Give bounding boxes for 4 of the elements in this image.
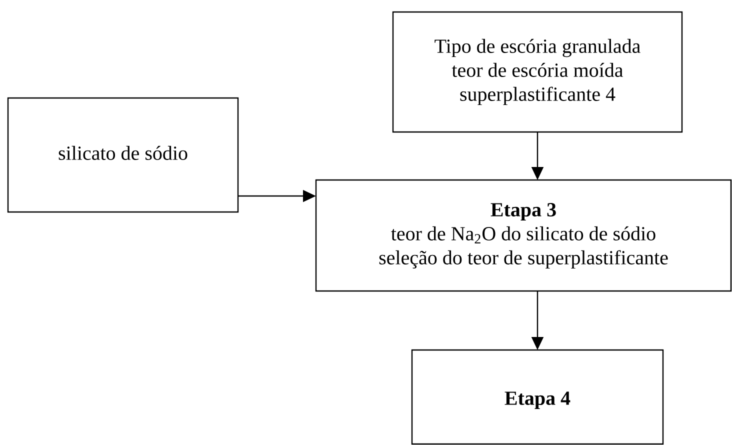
process-box: silicato de sódio xyxy=(7,97,239,213)
process-box: Tipo de escória granulada teor de escória moída superplastificante 4 xyxy=(392,11,683,133)
process-box: Etapa 4 xyxy=(411,349,664,445)
process-box: Etapa 3 teor de Na$_{2}$O do silicato de sódio seleção do teor de superplastificante xyxy=(315,179,732,292)
